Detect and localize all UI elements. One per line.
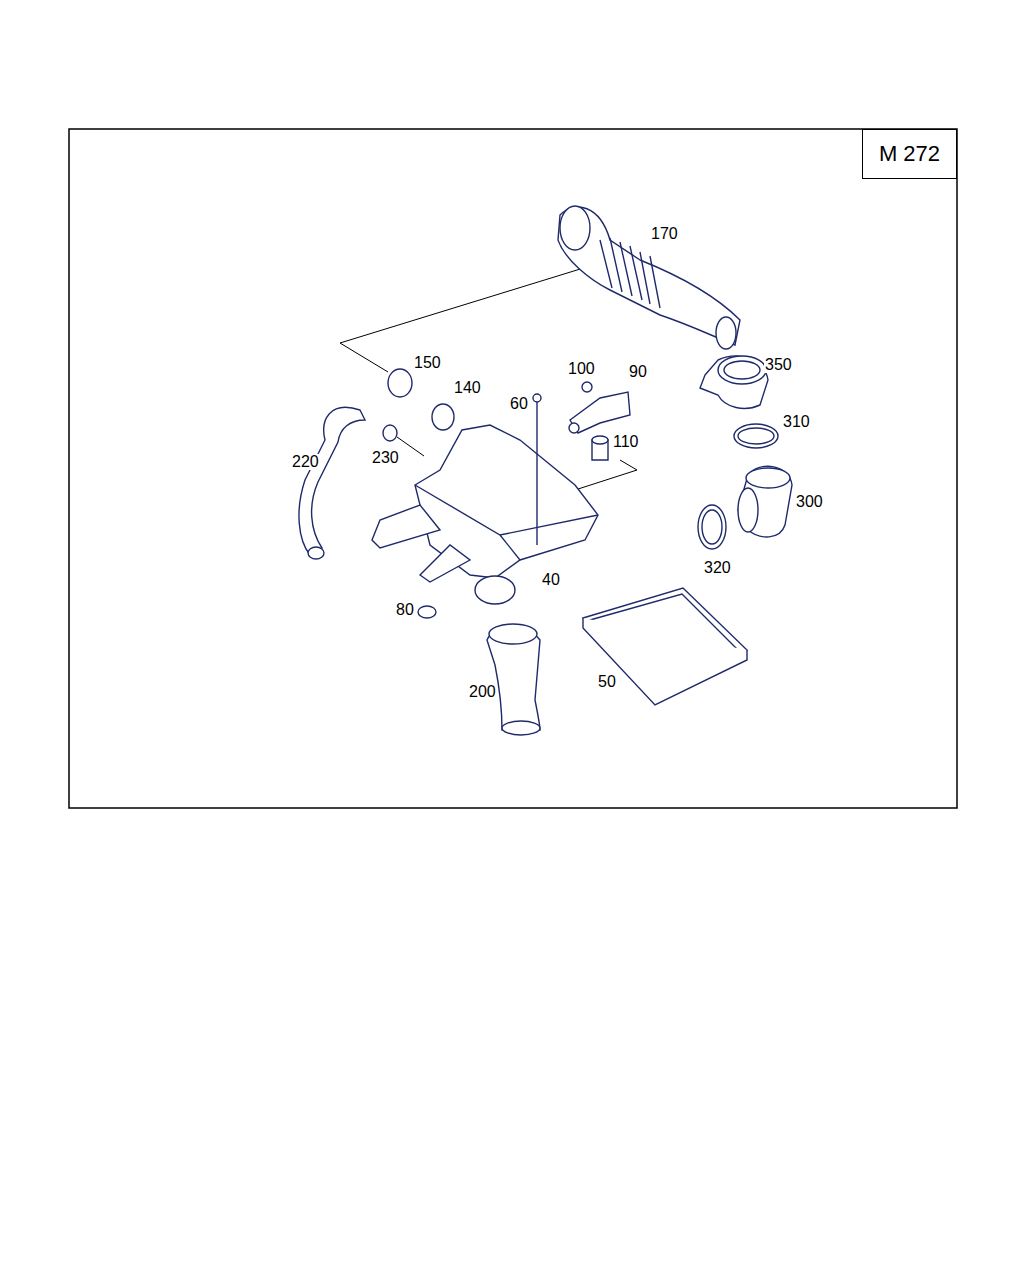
adapter-300 <box>738 466 792 537</box>
callout-number: 350 <box>764 357 793 373</box>
engine-code-box: M 272 <box>862 129 957 179</box>
callout-number: 200 <box>468 684 497 700</box>
callout-number: 60 <box>509 396 529 412</box>
callout-number: 40 <box>541 572 561 588</box>
callout-number: 320 <box>703 560 732 576</box>
callout-number: 170 <box>650 226 679 242</box>
callout-number: 300 <box>795 494 824 510</box>
hoses-220-200 <box>299 407 540 735</box>
callout-number: 310 <box>782 414 811 430</box>
callout-number: 140 <box>453 380 482 396</box>
callout-number: 50 <box>597 674 617 690</box>
callout-number: 150 <box>413 355 442 371</box>
callout-number: 90 <box>628 364 648 380</box>
callout-number: 100 <box>567 361 596 377</box>
callout-number: 230 <box>371 450 400 466</box>
engine-code: M 272 <box>879 141 940 167</box>
air-mass-sensor-350 <box>700 356 768 408</box>
filter-element-50 <box>583 588 747 705</box>
frame <box>69 129 957 808</box>
callout-number: 220 <box>291 454 320 470</box>
callout-number: 110 <box>612 434 640 450</box>
callout-number: 80 <box>395 602 415 618</box>
air-filter-housing-40 <box>372 394 598 604</box>
intake-hose-170 <box>558 206 740 349</box>
